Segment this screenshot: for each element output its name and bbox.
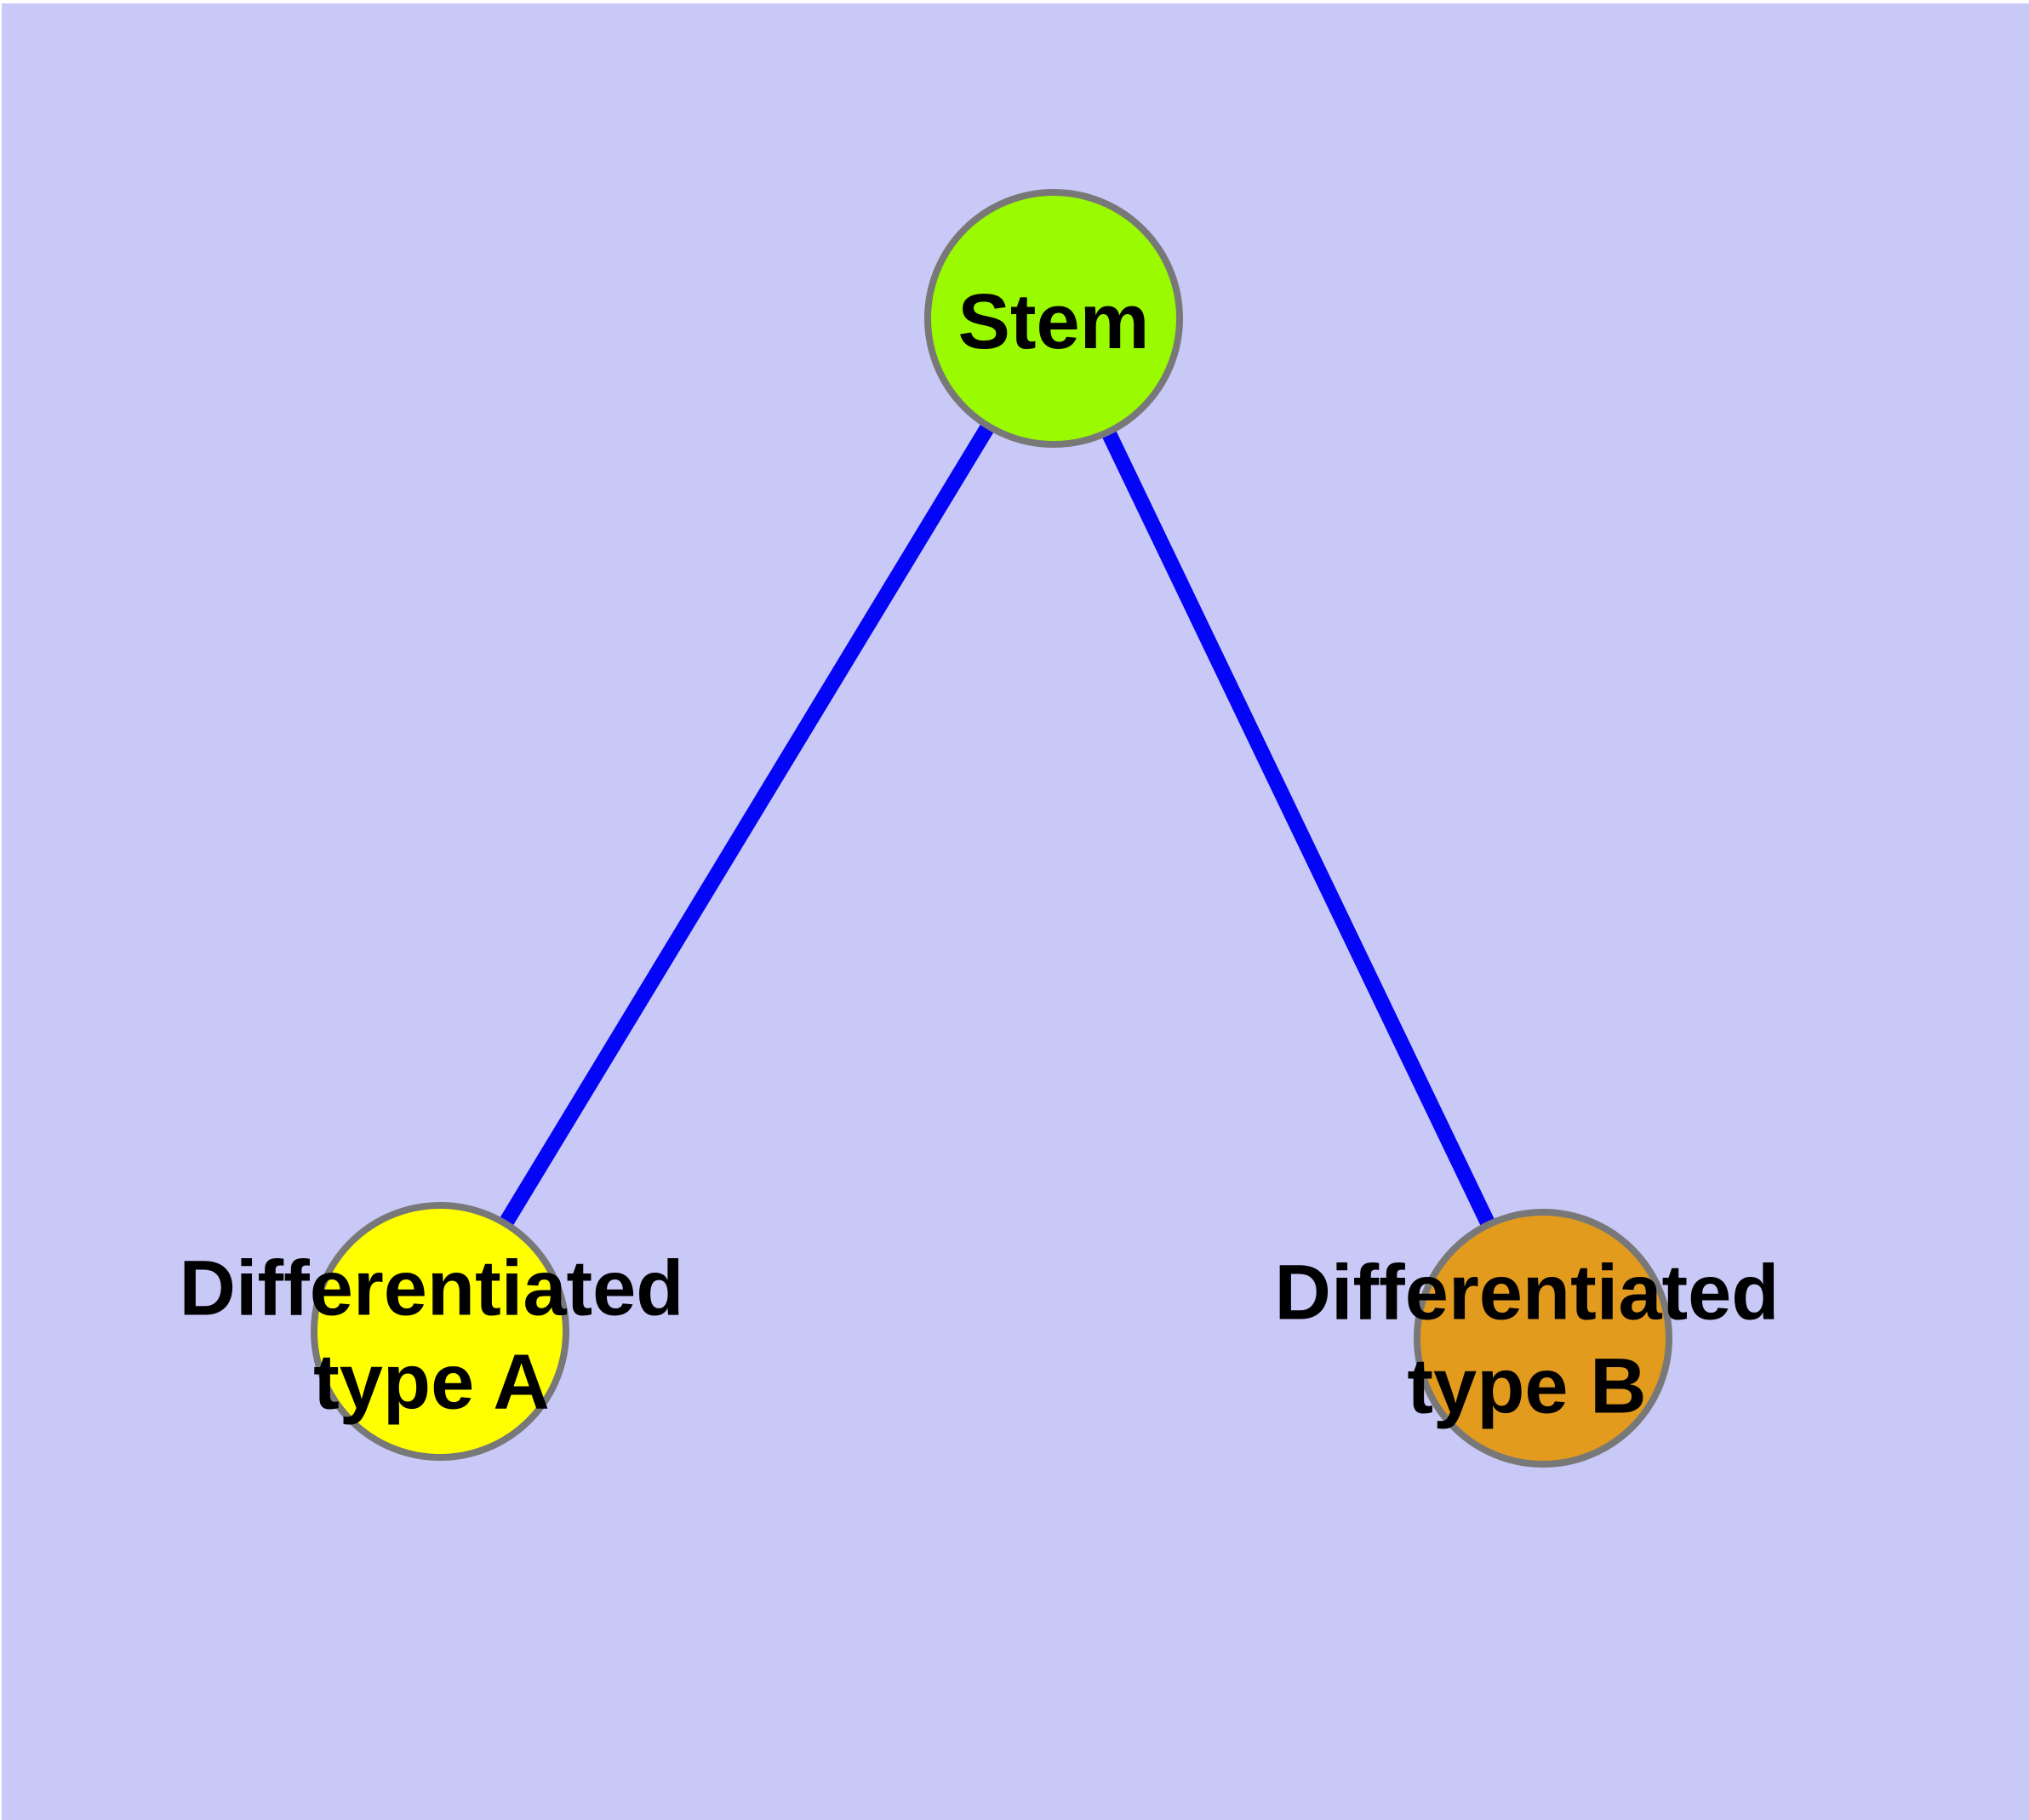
node-stem-circle[interactable] <box>924 189 1183 448</box>
node-type-a-circle[interactable] <box>311 1202 569 1461</box>
graph-canvas: Stem Differentiated type A Differentiate… <box>2 3 2029 1820</box>
node-type-b-circle[interactable] <box>1414 1209 1672 1468</box>
edge-stem-to-type-b <box>1046 315 1551 1342</box>
edge-stem-to-type-a <box>433 314 1060 1336</box>
